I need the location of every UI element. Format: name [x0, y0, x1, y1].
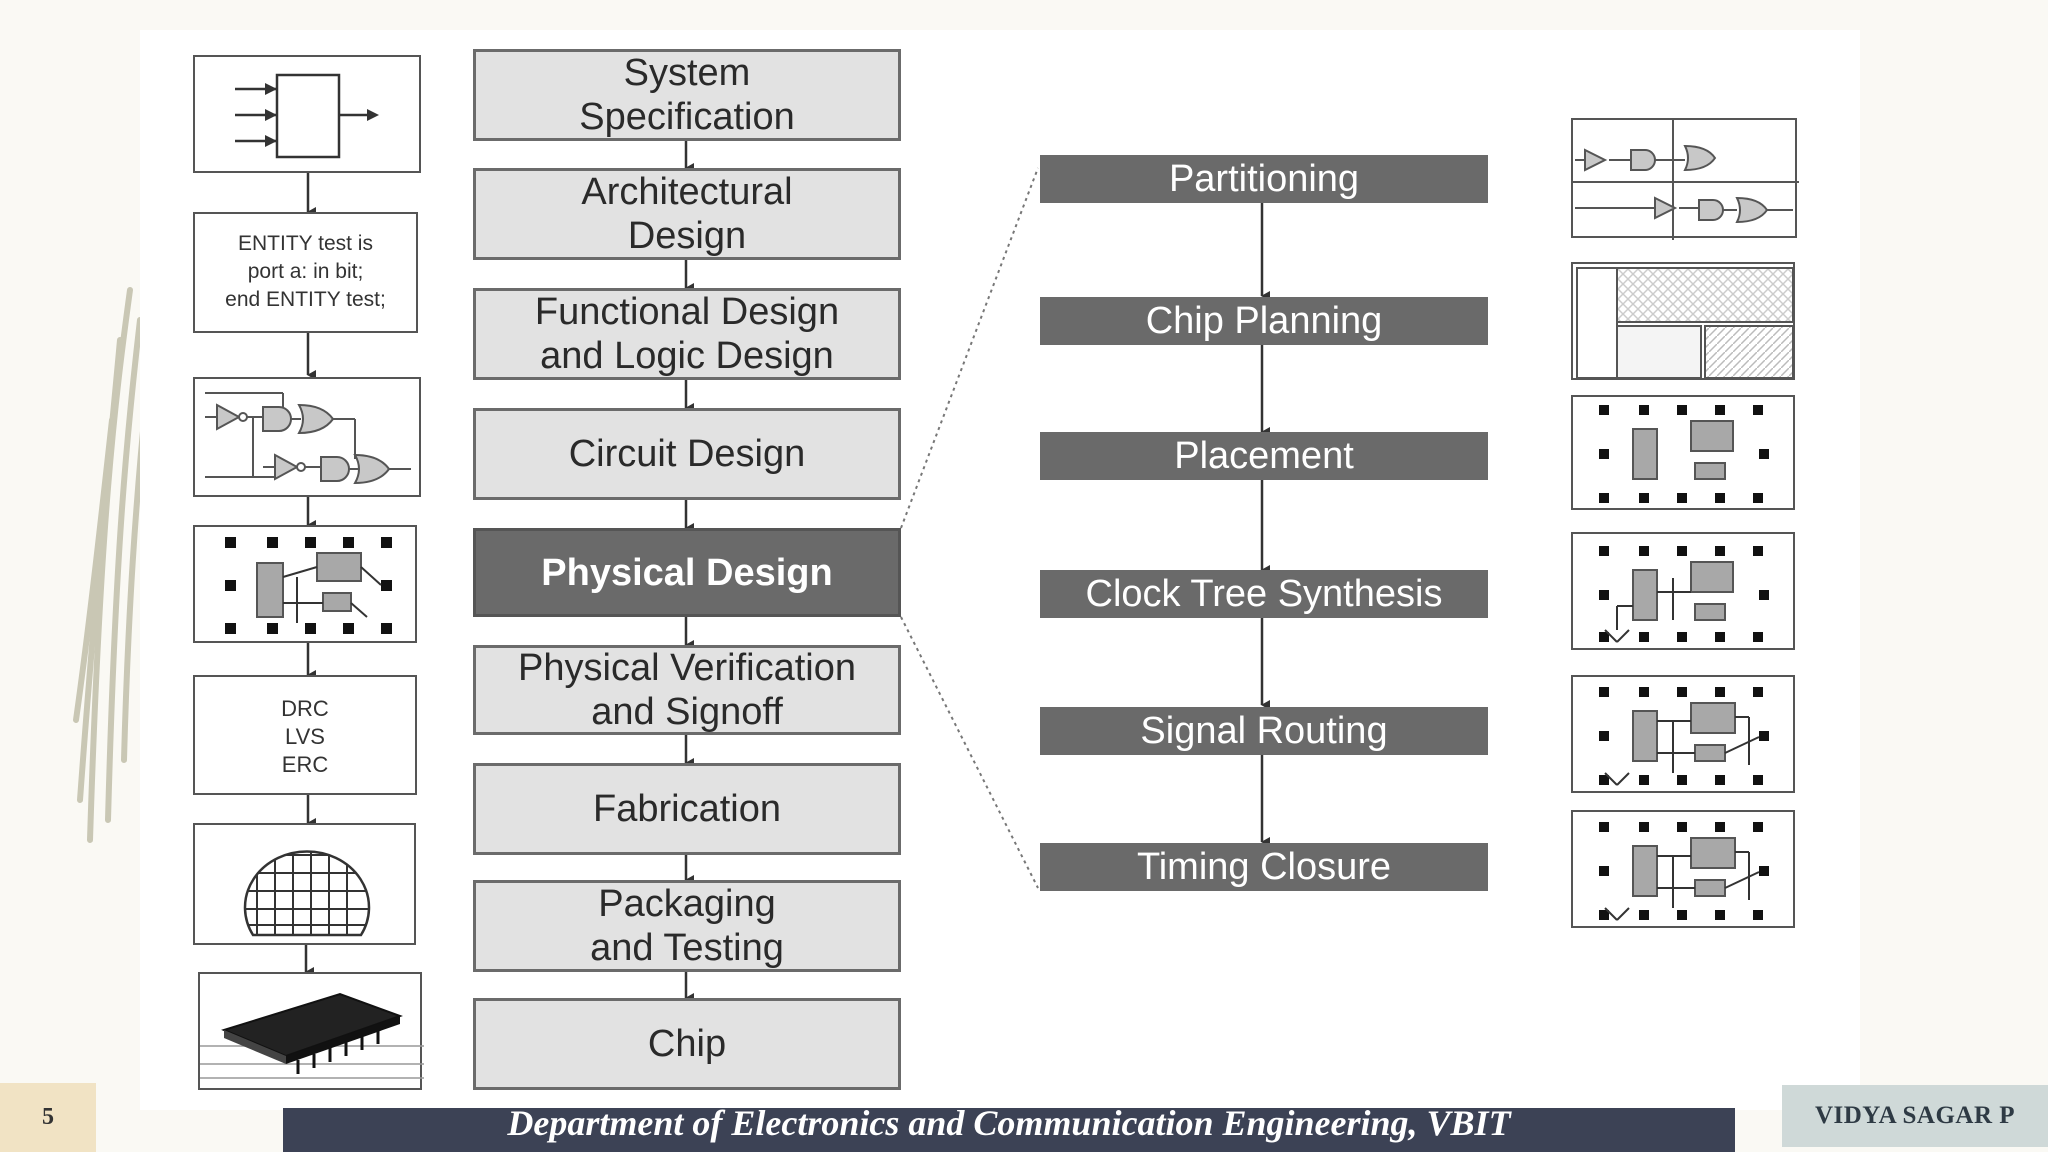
author-name: VIDYA SAGAR P — [1782, 1085, 2048, 1147]
entity-code-box: ENTITY test is port a: in bit; end ENTIT… — [193, 212, 418, 333]
block-symbol-box — [193, 55, 421, 173]
wafer-box — [193, 823, 416, 945]
partitioning-illustration — [1571, 118, 1799, 240]
pd-step-partitioning: Partitioning — [1040, 155, 1488, 203]
chip-planning-illustration — [1571, 262, 1795, 380]
placement-icon — [1599, 405, 1769, 503]
clock-tree-illustration — [1571, 532, 1795, 650]
footer-bar — [283, 1108, 1735, 1152]
pd-step-placement: Placement — [1040, 432, 1488, 480]
pd-step-timing-closure: Timing Closure — [1040, 843, 1488, 891]
wafer-icon — [243, 850, 371, 937]
step-physical-design: Physical Design — [473, 528, 901, 617]
pd-step-chip-planning: Chip Planning — [1040, 297, 1488, 345]
pd-step-signal-routing: Signal Routing — [1040, 707, 1488, 755]
layout-placement-box — [193, 525, 417, 643]
step-architectural-design: Architectural Design — [473, 168, 901, 260]
clock-tree-icon — [1599, 546, 1769, 643]
verification-text: DRC LVS ERC — [281, 696, 329, 777]
layout-placement-icon — [225, 537, 392, 634]
step-physical-verification-signoff: Physical Verification and Signoff — [473, 645, 901, 735]
chip-package-icon — [200, 992, 424, 1079]
verification-box: DRC LVS ERC — [193, 675, 417, 795]
block-symbol-icon — [235, 73, 379, 159]
logic-gates-box — [193, 377, 421, 497]
partition-gates-icon — [1573, 120, 1799, 240]
step-functional-logic-design: Functional Design and Logic Design — [473, 288, 901, 380]
pd-step-clock-tree-synthesis: Clock Tree Synthesis — [1040, 570, 1488, 618]
step-chip: Chip — [473, 998, 901, 1090]
step-packaging-testing: Packaging and Testing — [473, 880, 901, 972]
department-footer-text: Department of Electronics and Communicat… — [507, 1103, 1511, 1143]
signal-routing-illustration — [1571, 675, 1795, 793]
step-circuit-design: Circuit Design — [473, 408, 901, 500]
step-system-specification: System Specification — [473, 49, 901, 141]
step-fabrication: Fabrication — [473, 763, 901, 855]
placement-illustration — [1571, 395, 1795, 510]
timing-icon — [1599, 822, 1769, 921]
floorplan-icon — [1576, 267, 1794, 379]
timing-closure-illustration — [1571, 810, 1795, 928]
chip-package-box — [198, 972, 424, 1090]
slide-number: 5 — [0, 1083, 96, 1152]
routing-icon — [1599, 687, 1769, 786]
entity-code-text: ENTITY test is port a: in bit; end ENTIT… — [225, 232, 386, 311]
logic-gates-icon — [205, 392, 411, 485]
